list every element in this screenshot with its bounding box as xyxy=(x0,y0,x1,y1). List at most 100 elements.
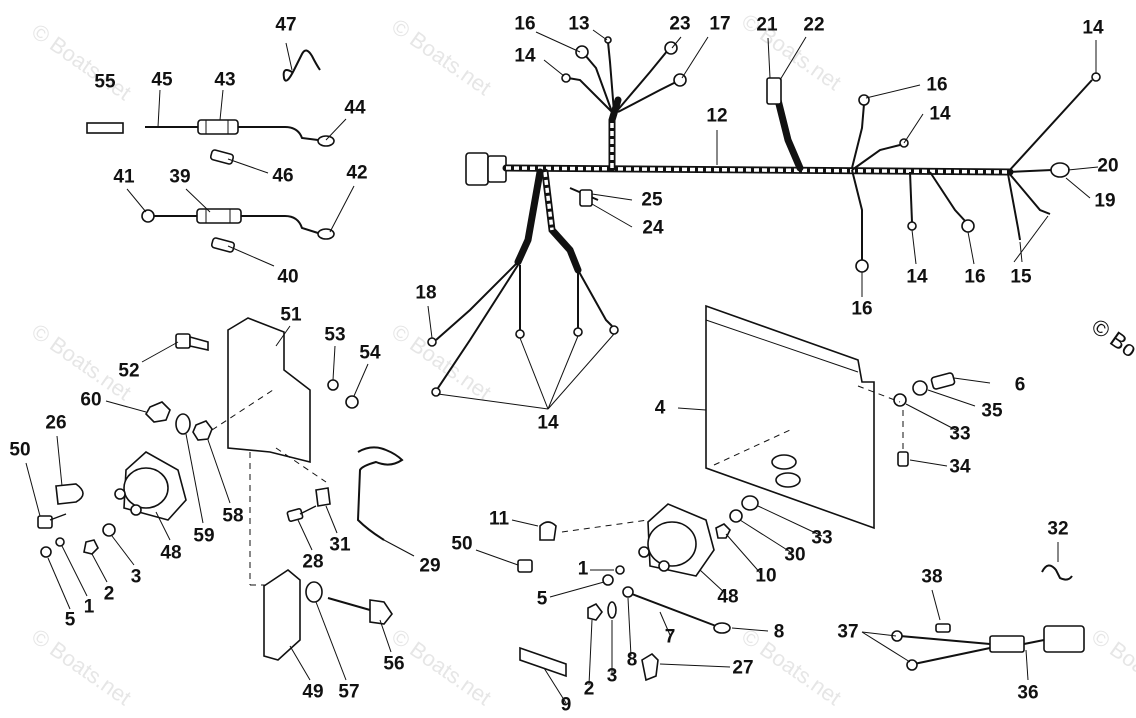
callout-2: 2 xyxy=(584,679,595,700)
callout-29: 29 xyxy=(419,556,440,577)
washer-3a xyxy=(102,523,116,537)
watermark-text: © Boats.net xyxy=(737,9,846,96)
callout-47: 47 xyxy=(275,15,296,36)
callout-39: 39 xyxy=(169,167,190,188)
tube-40 xyxy=(210,237,236,253)
watermark-text: © Boats.net xyxy=(27,624,136,711)
callout-59: 59 xyxy=(193,526,214,547)
callout-53: 53 xyxy=(324,325,345,346)
callout-33: 33 xyxy=(949,424,970,445)
callout-58: 58 xyxy=(222,506,243,527)
callout-28: 28 xyxy=(302,552,323,573)
screw-28 xyxy=(286,505,317,522)
callout-31: 31 xyxy=(329,535,351,556)
nut-58 xyxy=(192,420,213,441)
nut-5b xyxy=(602,574,614,586)
callout-25: 25 xyxy=(641,190,663,211)
callout-17: 17 xyxy=(709,14,730,35)
watermarks: © Boats.net © Boats.net © Boats.net © Bo… xyxy=(27,9,1136,711)
callout-60: 60 xyxy=(80,390,101,411)
bolt-56 xyxy=(327,597,393,625)
solenoid-48b xyxy=(638,503,715,577)
callout-15: 15 xyxy=(1010,267,1032,288)
callout-30: 30 xyxy=(784,545,805,566)
lead-43 xyxy=(145,119,335,147)
callout-40: 40 xyxy=(277,267,298,288)
callout-57: 57 xyxy=(338,682,359,703)
callout-46: 46 xyxy=(272,166,293,187)
screw-50b xyxy=(517,559,533,573)
callout-35: 35 xyxy=(981,401,1003,422)
harness-36 xyxy=(891,623,1085,671)
nut-2a xyxy=(83,539,99,555)
clip-31 xyxy=(315,487,331,507)
washer-3b xyxy=(607,601,617,619)
callout-36: 36 xyxy=(1017,683,1038,704)
leader-lines xyxy=(25,29,1099,704)
clip-27 xyxy=(641,652,659,682)
spring-clip-47 xyxy=(282,49,321,82)
watermark-text: © Boats.net xyxy=(27,19,136,106)
callout-6: 6 xyxy=(1015,375,1026,396)
bracket-51 xyxy=(227,317,311,464)
callout-32: 32 xyxy=(1047,519,1068,540)
callout-9: 9 xyxy=(561,695,572,716)
callout-43: 43 xyxy=(214,70,235,91)
callout-20: 20 xyxy=(1097,156,1118,177)
screw-50a xyxy=(37,513,67,529)
callout-1: 1 xyxy=(578,559,589,580)
callout-18: 18 xyxy=(415,283,436,304)
callouts: 47 55 45 43 44 46 41 39 42 40 16 13 23 1… xyxy=(9,14,1118,716)
nut-54 xyxy=(345,395,359,409)
cable-7 xyxy=(622,586,731,634)
callout-56: 56 xyxy=(383,654,404,675)
callout-45: 45 xyxy=(151,70,173,91)
callout-16: 16 xyxy=(964,267,985,288)
watermark-text: © Boats.net xyxy=(387,14,496,101)
callout-38: 38 xyxy=(921,567,942,588)
callout-1: 1 xyxy=(84,597,95,618)
lead-39 xyxy=(141,208,335,240)
callout-12: 12 xyxy=(706,106,727,127)
callout-13: 13 xyxy=(568,14,589,35)
callout-22: 22 xyxy=(803,15,824,36)
callout-42: 42 xyxy=(346,163,367,184)
spring-29 xyxy=(356,446,404,541)
plate-9 xyxy=(519,646,567,678)
callout-14: 14 xyxy=(906,267,928,288)
washer-53 xyxy=(327,379,339,391)
washer-57 xyxy=(305,581,323,603)
bracket-49 xyxy=(263,569,301,661)
nut-60 xyxy=(145,401,171,423)
callout-3: 3 xyxy=(131,567,142,588)
callout-50: 50 xyxy=(9,440,30,461)
callout-27: 27 xyxy=(732,658,753,679)
callout-3: 3 xyxy=(607,666,618,687)
callout-23: 23 xyxy=(669,14,690,35)
clip-26 xyxy=(55,483,84,505)
callout-37: 37 xyxy=(837,622,858,643)
washer-33b xyxy=(741,495,759,511)
callout-7: 7 xyxy=(665,627,676,648)
callout-44: 44 xyxy=(344,98,366,119)
callout-41: 41 xyxy=(113,167,135,188)
callout-14: 14 xyxy=(514,46,536,67)
spacer-35 xyxy=(912,380,928,396)
solenoid-48a xyxy=(114,451,187,521)
callout-55: 55 xyxy=(94,72,116,93)
nut-2b xyxy=(587,602,603,621)
callout-48: 48 xyxy=(717,587,738,608)
callout-11: 11 xyxy=(489,509,510,530)
lockwasher-30 xyxy=(729,509,743,523)
tube-55 xyxy=(86,122,124,134)
callout-21: 21 xyxy=(756,15,778,36)
callout-24: 24 xyxy=(642,218,664,239)
stud-6 xyxy=(930,372,956,390)
callout-19: 19 xyxy=(1094,191,1115,212)
screw-34 xyxy=(897,451,909,467)
callout-33: 33 xyxy=(811,528,832,549)
callout-5: 5 xyxy=(65,610,76,631)
washer-1b xyxy=(615,565,625,575)
callout-54: 54 xyxy=(359,343,381,364)
